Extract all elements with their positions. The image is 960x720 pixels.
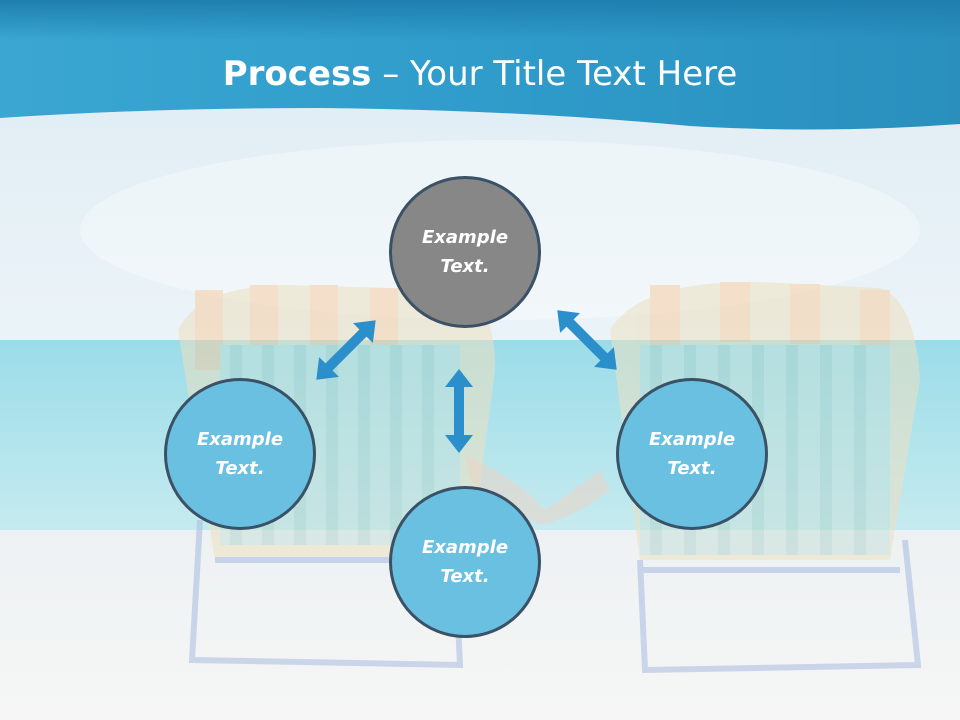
node-left-label: Example Text. <box>196 429 284 479</box>
node-left: Example Text. <box>164 378 316 530</box>
double-arrow-icon <box>547 300 627 380</box>
node-right: Example Text. <box>616 378 768 530</box>
node-bottom-label: Example Text. <box>421 537 509 587</box>
node-right-label: Example Text. <box>648 429 736 479</box>
node-top: Example Text. <box>389 176 541 328</box>
slide-title: Process – Your Title Text Here <box>0 52 960 96</box>
node-bottom: Example Text. <box>389 486 541 638</box>
title-rest: – Your Title Text Here <box>371 54 738 94</box>
title-bold: Process <box>222 54 372 94</box>
holding-hands <box>465 455 610 525</box>
double-arrow-icon <box>445 369 473 453</box>
node-top-label: Example Text. <box>421 227 509 277</box>
double-arrow-icon <box>306 310 386 390</box>
